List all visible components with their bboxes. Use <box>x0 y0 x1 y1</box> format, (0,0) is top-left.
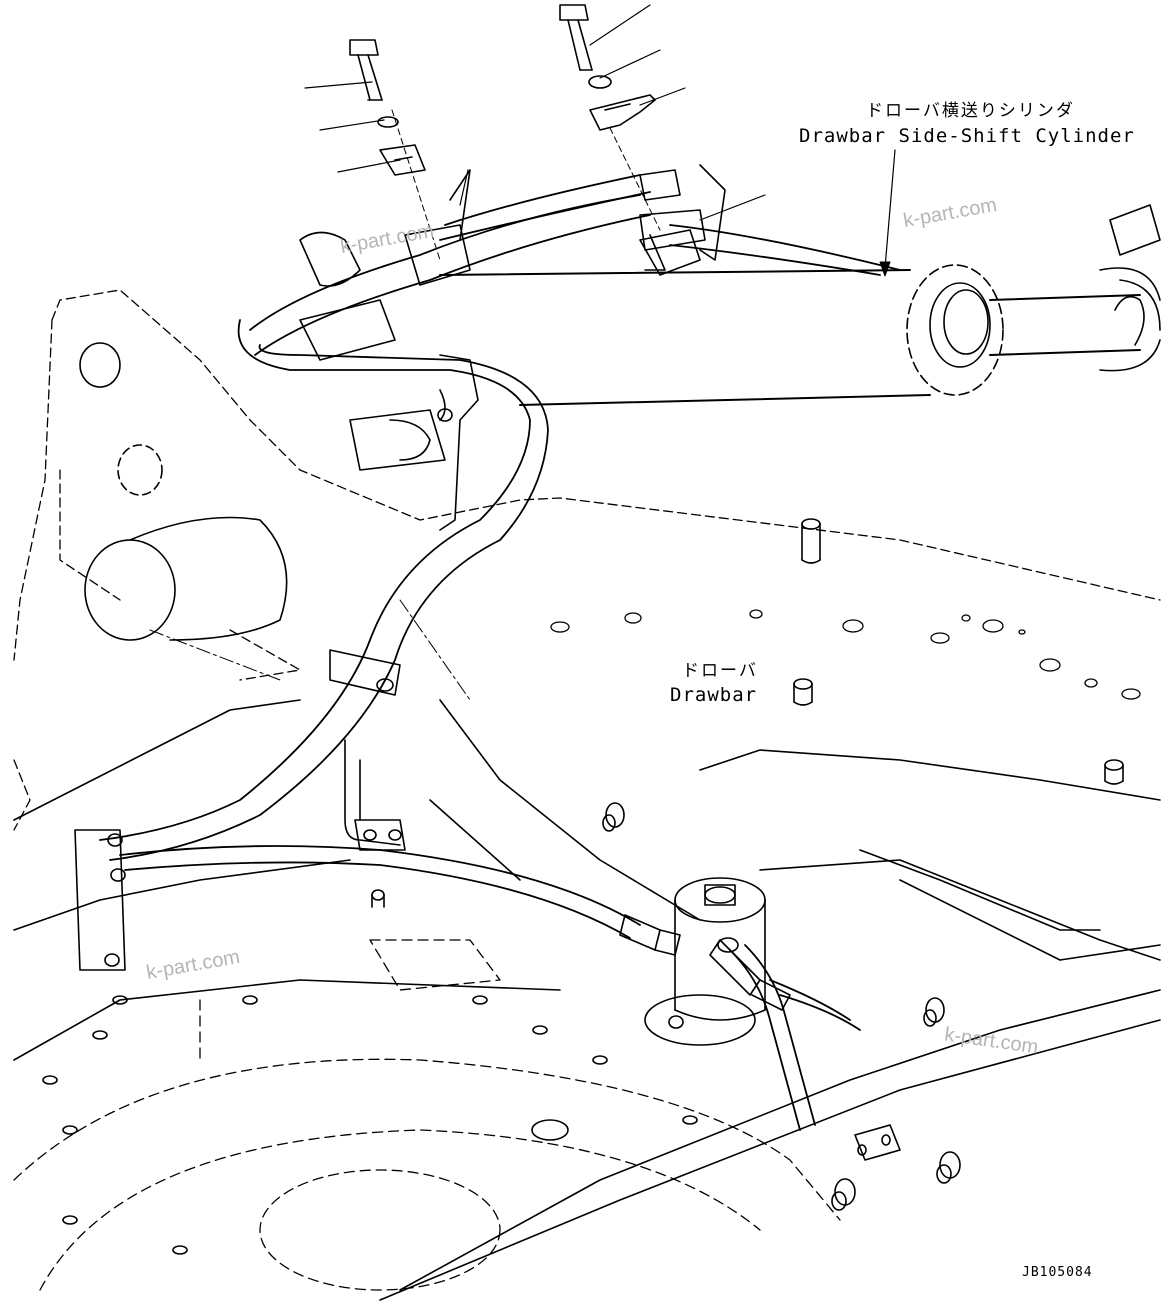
drawbar-holes <box>550 609 1141 700</box>
exploded-parts-right <box>559 4 661 231</box>
drawing-code: JB105084 <box>1022 1265 1093 1280</box>
hose-fittings <box>299 164 791 1011</box>
circle-plate <box>13 939 841 1291</box>
drawbar-label-jp: ドローバ <box>682 661 758 681</box>
centre-lines <box>149 599 471 701</box>
hose-clamps <box>74 169 706 971</box>
frame-outline <box>13 289 1161 831</box>
side-shift-cylinder <box>439 204 1161 406</box>
plate-bolt-holes <box>42 995 698 1255</box>
bracket-block <box>854 1124 901 1161</box>
valve-body <box>644 877 766 1046</box>
cylinder-label-en: Drawbar Side-Shift Cylinder <box>799 125 1135 147</box>
ball-joint <box>79 342 288 641</box>
leader-lines <box>304 4 896 269</box>
hoses <box>99 174 901 1131</box>
cylinder-label-jp: ドローバ横送りシリンダ <box>866 101 1075 121</box>
spacers <box>371 518 1124 1211</box>
drawbar-label-en: Drawbar <box>670 684 758 706</box>
leader-arrowhead <box>879 261 891 277</box>
frame-edges <box>13 699 1161 1301</box>
exploded-parts-left <box>349 39 441 261</box>
